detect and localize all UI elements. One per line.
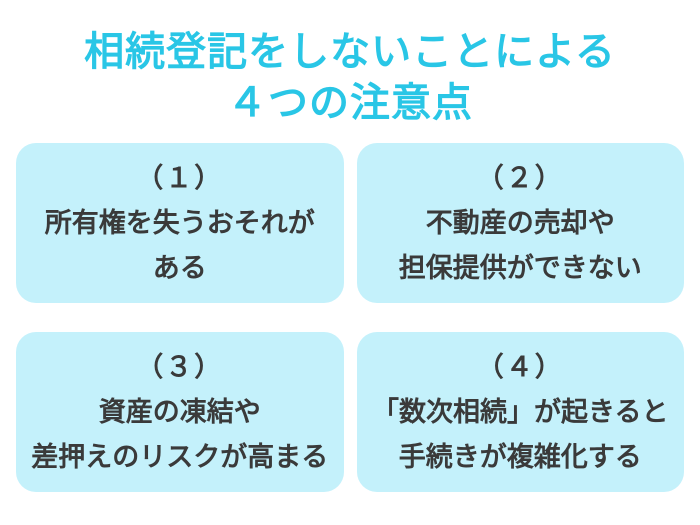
card-4-number: （４） bbox=[476, 351, 564, 382]
card-2-number: （２） bbox=[476, 162, 564, 193]
card-2-line-2: 担保提供ができない bbox=[398, 252, 642, 283]
card-1-number: （１） bbox=[136, 162, 224, 193]
title-line-2: ４つの注意点 bbox=[227, 81, 473, 125]
card-3-line-1: 資産の凍結や bbox=[98, 396, 261, 427]
card-caution-4: （４） 「数次相続」が起きると 手続きが複雑化する bbox=[356, 332, 684, 492]
card-caution-1: （１） 所有権を失うおそれが ある bbox=[16, 143, 344, 303]
card-3-number: （３） bbox=[136, 351, 224, 382]
card-1-line-1: 所有権を失うおそれが bbox=[44, 207, 315, 238]
card-4-line-1: 「数次相続」が起きると bbox=[372, 396, 669, 427]
card-caution-2: （２） 不動産の売却や 担保提供ができない bbox=[356, 143, 684, 303]
card-1-line-2: ある bbox=[152, 252, 207, 283]
title-line-1: 相続登記をしないことによる bbox=[84, 30, 616, 74]
card-caution-3: （３） 資産の凍結や 差押えのリスクが高まる bbox=[16, 332, 344, 492]
card-3-line-2: 差押えのリスクが高まる bbox=[31, 441, 329, 472]
cards-grid: （１） 所有権を失うおそれが ある （２） 不動産の売却や 担保提供ができない … bbox=[16, 143, 684, 492]
card-2-line-1: 不動産の売却や bbox=[425, 207, 615, 238]
page-title: 相続登記をしないことによる ４つの注意点 bbox=[0, 0, 700, 129]
card-4-line-2: 手続きが複雑化する bbox=[398, 441, 642, 472]
